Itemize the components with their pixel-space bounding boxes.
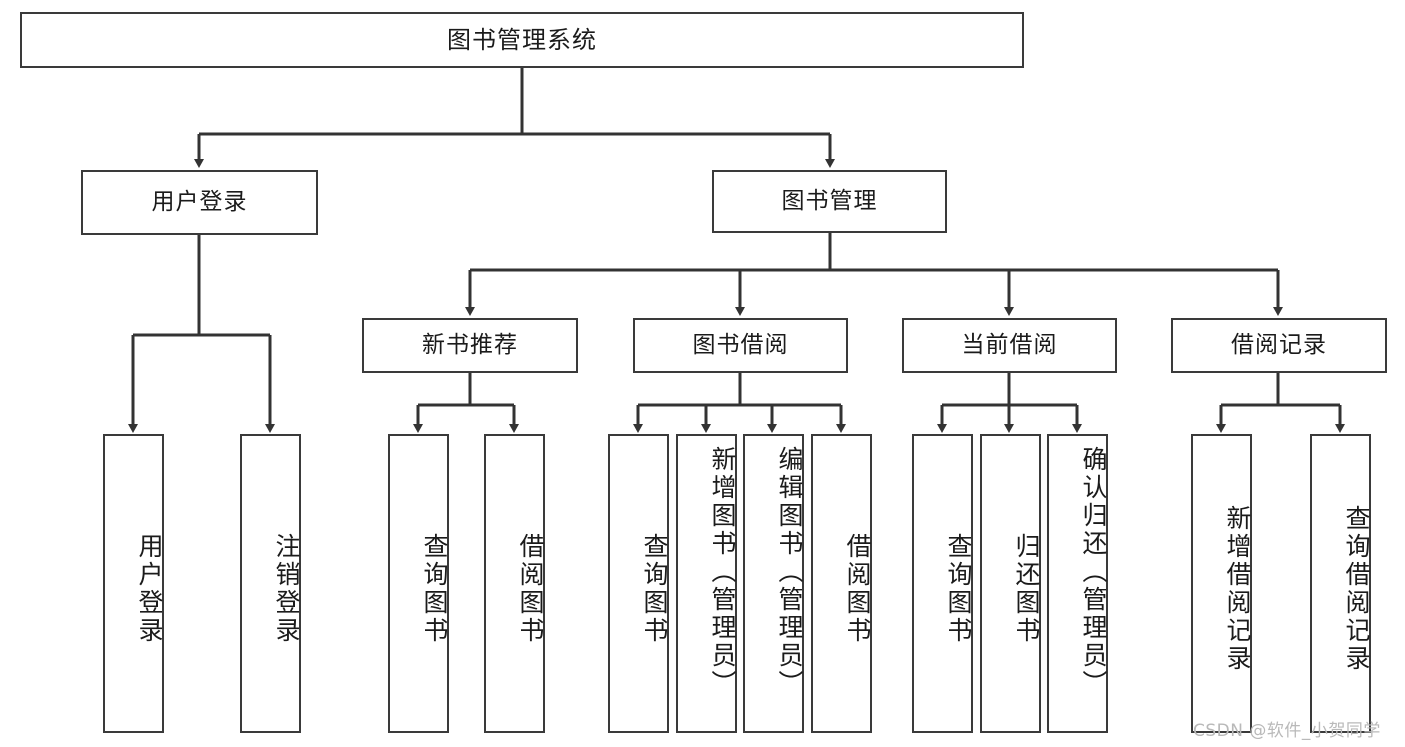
leaf-current-borrow-query[interactable]: 查询图书 — [912, 434, 973, 733]
leaf-new-book-query[interactable]: 查询图书 — [388, 434, 449, 733]
leaf-new-book-borrow[interactable]: 借阅图书 — [484, 434, 545, 733]
csdn-watermark: CSDN @软件_小贺同学 — [1193, 721, 1381, 741]
leaf-borrow-record-query[interactable]: 查询借阅记录 — [1310, 434, 1371, 733]
leaf-current-borrow-confirm[interactable]: 确认归还（管理员） — [1047, 434, 1108, 733]
leaf-book-borrow-query[interactable]: 查询图书 — [608, 434, 669, 733]
leaf-borrow-record-add[interactable]: 新增借阅记录 — [1191, 434, 1252, 733]
node-book-borrow[interactable]: 图书借阅 — [633, 318, 848, 373]
node-book-management[interactable]: 图书管理 — [712, 170, 947, 233]
leaf-current-borrow-return[interactable]: 归还图书 — [980, 434, 1041, 733]
node-borrow-record[interactable]: 借阅记录 — [1171, 318, 1387, 373]
node-user-login[interactable]: 用户登录 — [81, 170, 318, 235]
node-current-borrow[interactable]: 当前借阅 — [902, 318, 1117, 373]
leaf-book-borrow-borrow[interactable]: 借阅图书 — [811, 434, 872, 733]
node-root-system[interactable]: 图书管理系统 — [20, 12, 1024, 68]
leaf-user-login-logout[interactable]: 注销登录 — [240, 434, 301, 733]
leaf-book-borrow-edit[interactable]: 编辑图书（管理员） — [743, 434, 804, 733]
leaf-book-borrow-add[interactable]: 新增图书（管理员） — [676, 434, 737, 733]
leaf-user-login-login[interactable]: 用户登录 — [103, 434, 164, 733]
node-new-book-recommend[interactable]: 新书推荐 — [362, 318, 578, 373]
